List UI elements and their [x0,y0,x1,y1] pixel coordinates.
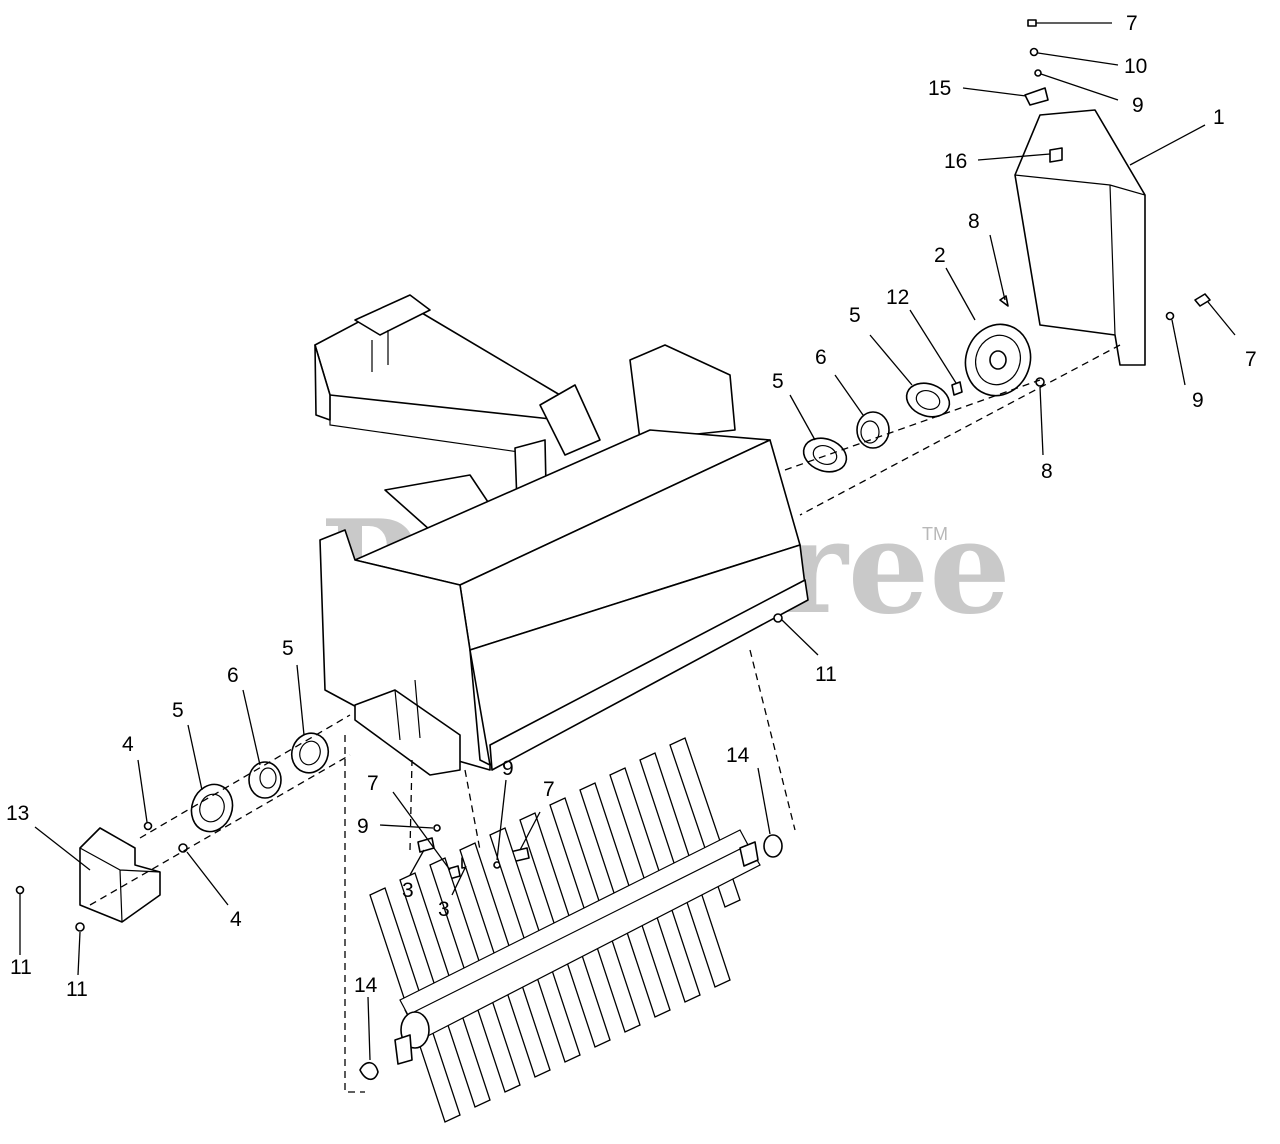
callout-9: 9 [502,757,514,780]
callout-5: 5 [849,304,861,327]
callout-5: 5 [282,637,294,660]
callout-5: 5 [172,699,184,722]
callout-labels: 7 10 9 15 1 16 8 2 12 5 6 5 9 7 8 11 5 6… [6,12,1257,1001]
leader-lines [19,22,1236,1061]
callout-5: 5 [772,370,784,393]
callout-6: 6 [227,664,239,687]
callout-9: 9 [1132,94,1144,117]
callout-14: 14 [354,974,378,997]
callout-16: 16 [944,150,967,173]
callout-4: 4 [230,908,242,931]
right-bearings [802,381,963,473]
callout-1: 1 [1213,106,1225,129]
sprocket [964,323,1032,397]
callout-7: 7 [543,778,555,801]
callout-7: 7 [1126,12,1138,35]
callout-15: 15 [928,77,951,100]
callout-9: 9 [357,815,369,838]
callout-14: 14 [726,744,750,767]
callout-3: 3 [438,898,450,921]
callout-7: 7 [1245,348,1257,371]
callout-6: 6 [815,346,827,369]
callout-2: 2 [934,244,946,267]
callout-8: 8 [968,210,980,233]
callout-12: 12 [886,286,909,309]
callout-10: 10 [1124,55,1147,78]
main-housing [319,429,809,776]
callout-11: 11 [10,956,32,979]
callout-9: 9 [1192,389,1204,412]
watermark-trademark: TM [922,524,948,544]
callout-8: 8 [1041,460,1053,483]
callout-13: 13 [6,802,29,825]
callout-3: 3 [402,879,414,902]
callout-11: 11 [815,663,837,686]
side-shield [1014,109,1146,366]
left-bearings [143,732,330,853]
callout-11: 11 [66,978,88,1001]
left-cover [15,827,161,932]
assembly-lines [89,344,1121,1093]
callout-7: 7 [367,772,379,795]
tine-reel [359,737,783,1123]
small-hardware [999,19,1211,387]
callout-4: 4 [122,733,134,756]
